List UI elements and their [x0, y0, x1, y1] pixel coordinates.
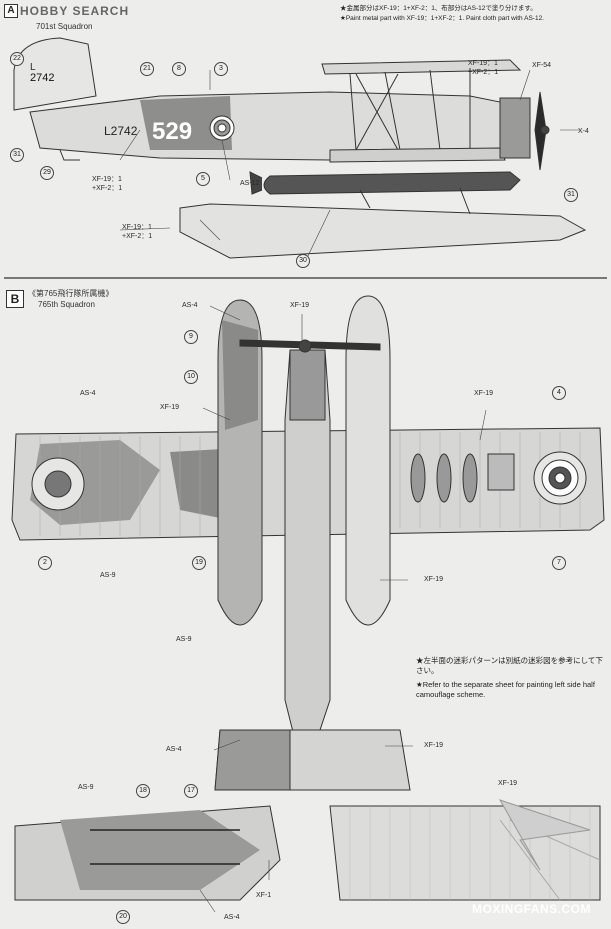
part-21: 21: [140, 62, 154, 76]
part-22: 22: [10, 52, 24, 66]
label-a1b: +XF-2：1: [92, 185, 123, 192]
section-divider: [4, 277, 607, 279]
label-xf19-float: XF-19: [424, 576, 444, 583]
label-xf1: XF-1: [256, 892, 272, 899]
part-17: 17: [184, 784, 198, 798]
label-as9-lower: AS-9: [78, 784, 94, 791]
part-10: 10: [184, 370, 198, 384]
plan-view-aircraft: [11, 295, 605, 901]
camouflage-note-en: ★Refer to the separate sheet for paintin…: [416, 680, 595, 699]
part-31a: 31: [10, 148, 24, 162]
label-xf19-left: XF-19: [160, 404, 180, 411]
label-a3: X-4: [578, 128, 589, 135]
label-xf19-prop: XF-19: [290, 302, 310, 309]
part-5: 5: [196, 172, 210, 186]
part-18: 18: [136, 784, 150, 798]
fin-serial: 2742: [30, 72, 55, 84]
fuselage-serial: L2742: [104, 124, 138, 138]
label-as4-top: AS-4: [182, 302, 198, 309]
part-19: 19: [192, 556, 206, 570]
part-29: 29: [40, 166, 54, 180]
fin-letter: L: [30, 62, 36, 73]
label-a1: XF-19：1: [92, 176, 122, 183]
label-a4: XF-19：1: [468, 60, 498, 67]
hobby-search-logo: HOBBY SEARCH: [20, 4, 130, 18]
part-31b: 31: [564, 188, 578, 202]
label-as4-tail: AS-4: [166, 746, 182, 753]
part-2: 2: [38, 556, 52, 570]
label-as4-wing: AS-4: [80, 390, 96, 397]
moxingfans-watermark: MOXINGFANS.COM: [472, 902, 592, 916]
section-b-title-jp: 《第765飛行隊所属機》: [28, 289, 114, 298]
part-8: 8: [172, 62, 186, 76]
label-xf19-tail: XF-19: [424, 742, 444, 749]
label-as4-bottom: AS-4: [224, 914, 240, 921]
label-as9-a: AS-9: [100, 572, 116, 579]
label-a6: XF-19：1: [122, 224, 152, 231]
fuselage-number: 529: [152, 118, 193, 145]
side-view-aircraft: [13, 37, 587, 259]
label-a6b: +XF-2：1: [122, 233, 153, 240]
label-a5: AS-12: [240, 180, 260, 187]
section-a-letter: A: [4, 4, 18, 18]
part-3: 3: [214, 62, 228, 76]
section-b-squadron: 765th Squadron: [38, 300, 95, 309]
label-xf19-lower-right: XF-19: [498, 780, 518, 787]
part-20: 20: [116, 910, 130, 924]
part-30: 30: [296, 254, 310, 268]
label-as9-b: AS-9: [176, 636, 192, 643]
part-4: 4: [552, 386, 566, 400]
section-a-squadron: 701st Squadron: [36, 22, 93, 31]
part-9: 9: [184, 330, 198, 344]
label-a4b: +XF-2：1: [468, 69, 499, 76]
header-note-jp: ★金属部分はXF-19：1+XF-2：1、布部分はAS-12で塗り分けます。: [340, 5, 537, 12]
section-b-letter: B: [6, 290, 24, 308]
label-a2: XF-54: [532, 62, 552, 69]
label-xf19-wing-right: XF-19: [474, 390, 494, 397]
part-7: 7: [552, 556, 566, 570]
header-note-en: ★Paint metal part with XF-19：1+XF-2：1. P…: [340, 15, 544, 22]
camouflage-note-jp: ★左半面の迷彩パターンは別紙の迷彩図を参考にして下さい。: [416, 656, 603, 675]
